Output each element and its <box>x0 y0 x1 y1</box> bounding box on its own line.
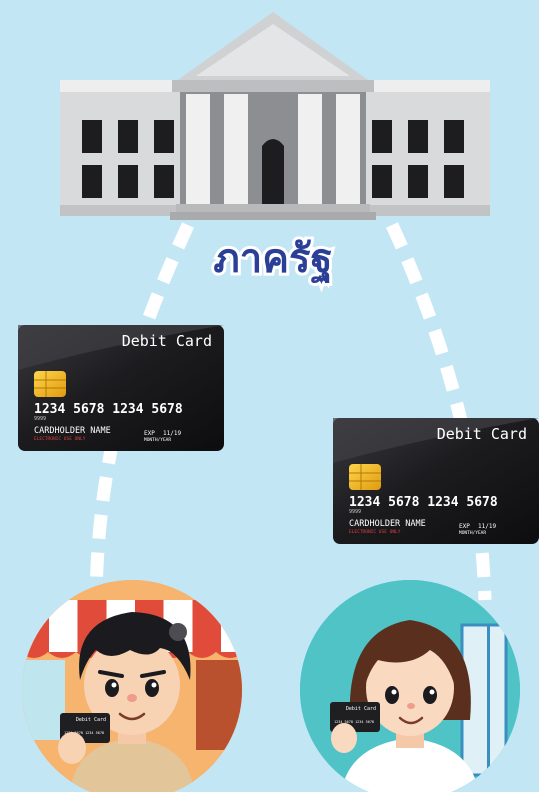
mini-card-number-right: 1234 5678 1234 5678 <box>334 720 374 724</box>
card-number: 1234 5678 1234 5678 <box>34 402 183 417</box>
issuer-text: ELECTRONIC USE ONLY <box>34 436 86 442</box>
connector-left-line <box>89 222 194 601</box>
shop-owner-avatar: Debit Card 1234 5678 1234 5678 <box>22 580 242 792</box>
connector-right-line <box>386 222 492 601</box>
cardholder-name: CARDHOLDER NAME <box>349 519 426 529</box>
debit-card-right: Debit Card 1234 5678 1234 5678 9999 CARD… <box>333 418 539 544</box>
exp-value: 11/19 <box>478 523 496 530</box>
card-title: Debit Card <box>122 332 212 350</box>
card-small-number: 9999 <box>34 416 46 422</box>
exp-value: 11/19 <box>163 430 181 437</box>
card-small-number: 9999 <box>349 509 361 515</box>
mini-card-number-left: 1234 5678 1234 5678 <box>64 731 104 735</box>
mini-card-label-left: Debit Card <box>76 717 106 723</box>
chip-icon <box>34 371 66 397</box>
cardholder-name: CARDHOLDER NAME <box>34 426 111 436</box>
customer-avatar: Debit Card 1234 5678 1234 5678 <box>300 580 520 792</box>
center-title: ภาครัฐ <box>213 236 332 285</box>
government-building-icon <box>60 12 490 220</box>
card-number: 1234 5678 1234 5678 <box>349 495 498 510</box>
exp-caption: MONTH/YEAR <box>144 437 171 443</box>
exp-caption: MONTH/YEAR <box>459 530 486 536</box>
exp-label: EXP <box>144 430 155 437</box>
exp-label: EXP <box>459 523 470 530</box>
chip-icon <box>349 464 381 490</box>
issuer-text: ELECTRONIC USE ONLY <box>349 529 401 535</box>
card-title: Debit Card <box>437 425 527 443</box>
debit-card-left: Debit Card 1234 5678 1234 5678 9999 CARD… <box>18 325 224 451</box>
mini-card-label-right: Debit Card <box>346 706 376 712</box>
